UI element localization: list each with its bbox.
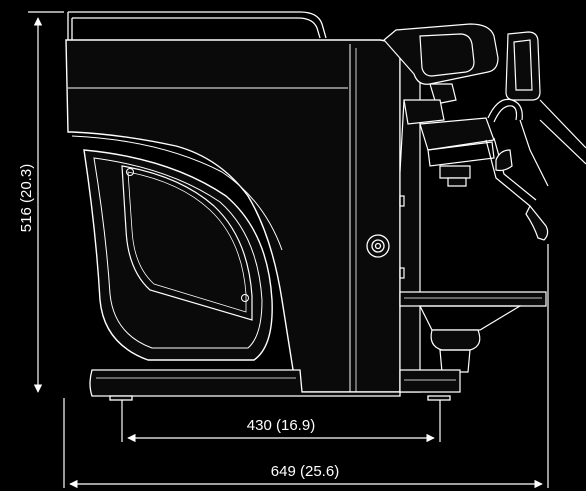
overall-depth-dimension-line [63, 244, 549, 489]
feet-span-dimension-line [121, 400, 441, 443]
hot-water-arm [505, 31, 586, 165]
side-window-frame [83, 149, 273, 361]
steam-knob [366, 234, 390, 258]
overall-depth-dimension-label: 649 (25.6) [268, 463, 342, 481]
feet-span-dimension-label: 430 (16.9) [244, 417, 318, 435]
steam-wand [485, 98, 549, 241]
height-dimension-label: 516 (20.3) [18, 161, 36, 235]
drip-tray [399, 291, 547, 393]
machine-base [89, 369, 451, 401]
cup-rail [67, 11, 327, 40]
height-dimension-line [28, 11, 64, 393]
